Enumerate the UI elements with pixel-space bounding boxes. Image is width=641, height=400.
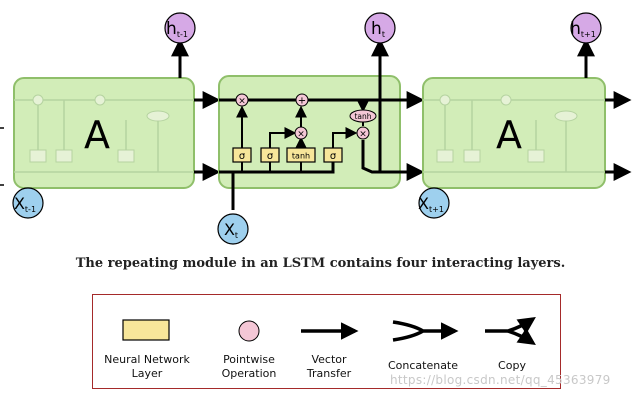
svg-text:ht: ht xyxy=(371,19,385,39)
neural-network-layer-icon xyxy=(122,319,170,341)
copy-icon xyxy=(485,317,536,335)
input-node-current: Xt xyxy=(217,213,249,245)
cell-label-next: A xyxy=(496,113,522,157)
layer-output-gate: σ xyxy=(330,151,337,162)
lstm-cell-next: A xyxy=(422,38,606,200)
layer-forget-gate: σ xyxy=(239,151,246,162)
output-node-next: ht+1 xyxy=(570,12,602,44)
lstm-cell-previous: A xyxy=(13,38,195,200)
op-forget-multiply: × xyxy=(238,97,246,107)
legend-label-concatenate: Concatenate xyxy=(387,359,459,372)
svg-text:Xt-1: Xt-1 xyxy=(14,194,36,214)
op-tanh: tanh xyxy=(354,112,371,121)
op-add: + xyxy=(298,96,306,107)
svg-text:ht-1: ht-1 xyxy=(166,19,188,39)
input-node-next: Xt+1 xyxy=(418,187,450,219)
layer-input-gate: σ xyxy=(267,151,274,162)
watermark-url: https://blog.csdn.net/qq_45363979 xyxy=(390,373,611,387)
cell-label-previous: A xyxy=(84,113,110,157)
neural-network-layers: σ σ tanh σ xyxy=(232,147,343,163)
output-node-previous: ht-1 xyxy=(164,12,196,44)
layer-candidate: tanh xyxy=(292,152,310,161)
input-node-previous: Xt-1 xyxy=(12,187,44,219)
svg-text:Xt: Xt xyxy=(224,220,238,240)
op-output-multiply: × xyxy=(359,130,367,140)
svg-text:Xt+1: Xt+1 xyxy=(418,194,444,214)
lstm-cell-current: σ σ tanh σ × + × tanh × xyxy=(218,38,401,210)
op-input-multiply: × xyxy=(297,130,305,140)
output-node-current: ht xyxy=(364,12,396,44)
left-edge-marks xyxy=(0,127,4,186)
diagram-caption: The repeating module in an LSTM contains… xyxy=(75,256,566,271)
pointwise-operations: × + × tanh × xyxy=(235,93,377,140)
pointwise-operation-icon xyxy=(238,320,260,342)
legend-icons xyxy=(122,295,536,390)
svg-text:ht+1: ht+1 xyxy=(570,19,596,39)
legend-label-copy: Copy xyxy=(498,359,526,372)
copy-icon-branch xyxy=(507,327,536,345)
concatenate-icon xyxy=(392,322,455,340)
